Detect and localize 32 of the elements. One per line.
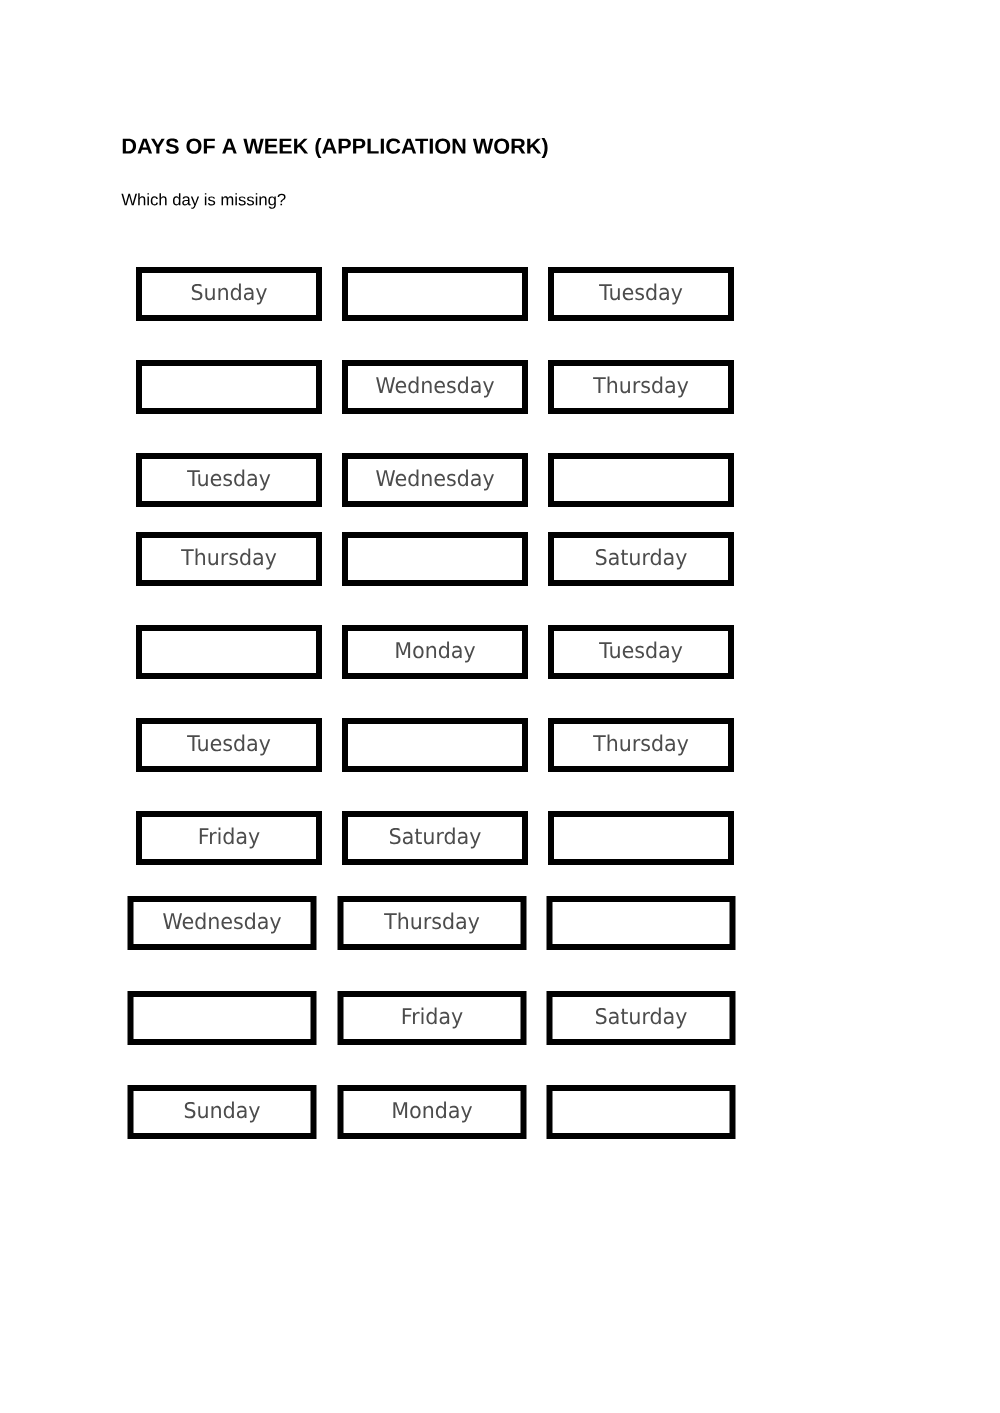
day-box: Thursday bbox=[337, 896, 527, 950]
day-box: Wednesday bbox=[342, 453, 528, 507]
day-box: Thursday bbox=[136, 532, 322, 586]
day-box: Thursday bbox=[548, 360, 734, 414]
day-box: Tuesday bbox=[136, 718, 322, 772]
day-box: Friday bbox=[136, 811, 322, 865]
answer-box bbox=[136, 625, 322, 679]
answer-box bbox=[342, 532, 528, 586]
answer-box bbox=[548, 811, 734, 865]
answer-box bbox=[546, 1085, 736, 1139]
instruction-text: Which day is missing? bbox=[121, 193, 286, 209]
day-box: Friday bbox=[337, 991, 527, 1045]
answer-box bbox=[342, 718, 528, 772]
title: DAYS OF A WEEK (APPLICATION WORK) bbox=[122, 137, 548, 159]
day-box: Thursday bbox=[548, 718, 734, 772]
answer-box bbox=[342, 267, 528, 321]
day-box: Saturday bbox=[342, 811, 528, 865]
answer-box bbox=[546, 896, 736, 950]
day-box: Wednesday bbox=[342, 360, 528, 414]
day-box: Wednesday bbox=[127, 896, 317, 950]
day-box: Monday bbox=[342, 625, 528, 679]
day-box: Sunday bbox=[127, 1085, 317, 1139]
day-box: Tuesday bbox=[548, 267, 734, 321]
day-box: Sunday bbox=[136, 267, 322, 321]
day-box: Tuesday bbox=[136, 453, 322, 507]
day-box: Saturday bbox=[548, 532, 734, 586]
answer-box bbox=[136, 360, 322, 414]
day-box: Saturday bbox=[546, 991, 736, 1045]
day-box: Tuesday bbox=[548, 625, 734, 679]
answer-box bbox=[127, 991, 317, 1045]
day-box: Monday bbox=[337, 1085, 527, 1139]
answer-box bbox=[548, 453, 734, 507]
